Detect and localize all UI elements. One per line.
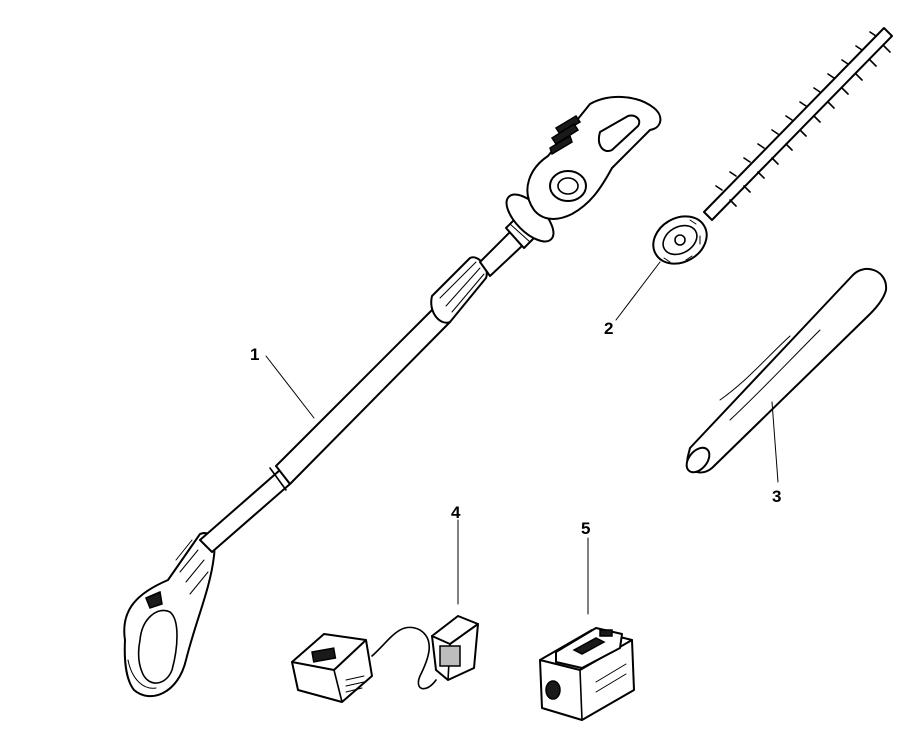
callout-2-label: 2 <box>604 319 613 338</box>
blade-assembly <box>652 27 893 265</box>
leader-3 <box>771 401 779 483</box>
blade-sheath <box>685 268 888 474</box>
callout-4-label: 4 <box>451 503 461 522</box>
callout-numbers: 1 2 3 4 5 <box>250 319 781 538</box>
callout-3-label: 3 <box>772 487 781 506</box>
charger <box>291 615 479 703</box>
callout-1-label: 1 <box>250 345 259 364</box>
leader-1 <box>265 355 315 419</box>
pole-trimmer-body <box>123 95 662 698</box>
leader-2 <box>615 261 661 321</box>
callout-5-label: 5 <box>581 519 590 538</box>
battery-pack <box>539 627 635 721</box>
callout-leaders <box>265 261 779 615</box>
